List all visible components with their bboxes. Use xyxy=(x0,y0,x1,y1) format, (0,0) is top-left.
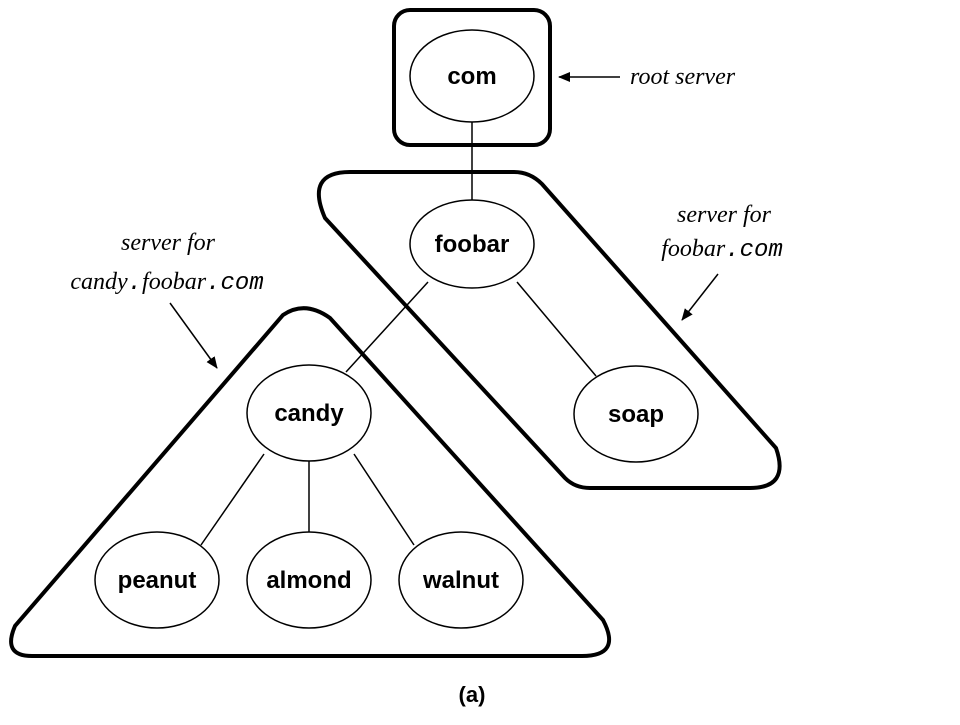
candy-zone-box xyxy=(9,306,612,658)
node-com: com xyxy=(409,29,535,123)
candy-server-dot: . xyxy=(128,270,142,297)
foobar-server-label-line2: foobar.com xyxy=(661,236,783,264)
foobar-server-arrow xyxy=(681,273,719,321)
edge-foobar-soap xyxy=(516,281,597,377)
node-walnut-label: walnut xyxy=(422,567,499,594)
foobar-server-name: foobar xyxy=(661,236,726,262)
node-foobar: foobar xyxy=(409,199,535,289)
candy-server-label-line1: server for xyxy=(121,230,216,256)
foobar-server-tld: .com xyxy=(725,237,783,264)
node-almond: almond xyxy=(246,531,372,629)
node-candy: candy xyxy=(246,364,372,462)
node-peanut: peanut xyxy=(94,531,220,629)
node-almond-label: almond xyxy=(266,567,351,594)
edge-foobar-candy xyxy=(345,281,429,373)
foobar-zone-box xyxy=(316,170,782,490)
node-soap-label: soap xyxy=(608,401,664,428)
foobar-server-label-line1: server for xyxy=(677,202,772,228)
edge-candy-walnut xyxy=(353,453,415,546)
figure-caption: (a) xyxy=(459,682,486,707)
node-com-label: com xyxy=(447,63,496,90)
root-server-label: root server xyxy=(630,64,736,90)
node-peanut-label: peanut xyxy=(118,567,197,594)
candy-server-label-line2: candy.foobar.com xyxy=(70,269,263,297)
node-soap: soap xyxy=(573,365,699,463)
candy-server-arrow xyxy=(169,302,218,369)
edge-candy-peanut xyxy=(200,453,265,546)
node-candy-label: candy xyxy=(274,400,344,427)
node-foobar-label: foobar xyxy=(435,231,510,258)
candy-server-parent: foobar xyxy=(142,269,207,295)
candy-server-name: candy xyxy=(70,269,128,295)
candy-server-tld: .com xyxy=(206,270,264,297)
node-walnut: walnut xyxy=(398,531,524,629)
